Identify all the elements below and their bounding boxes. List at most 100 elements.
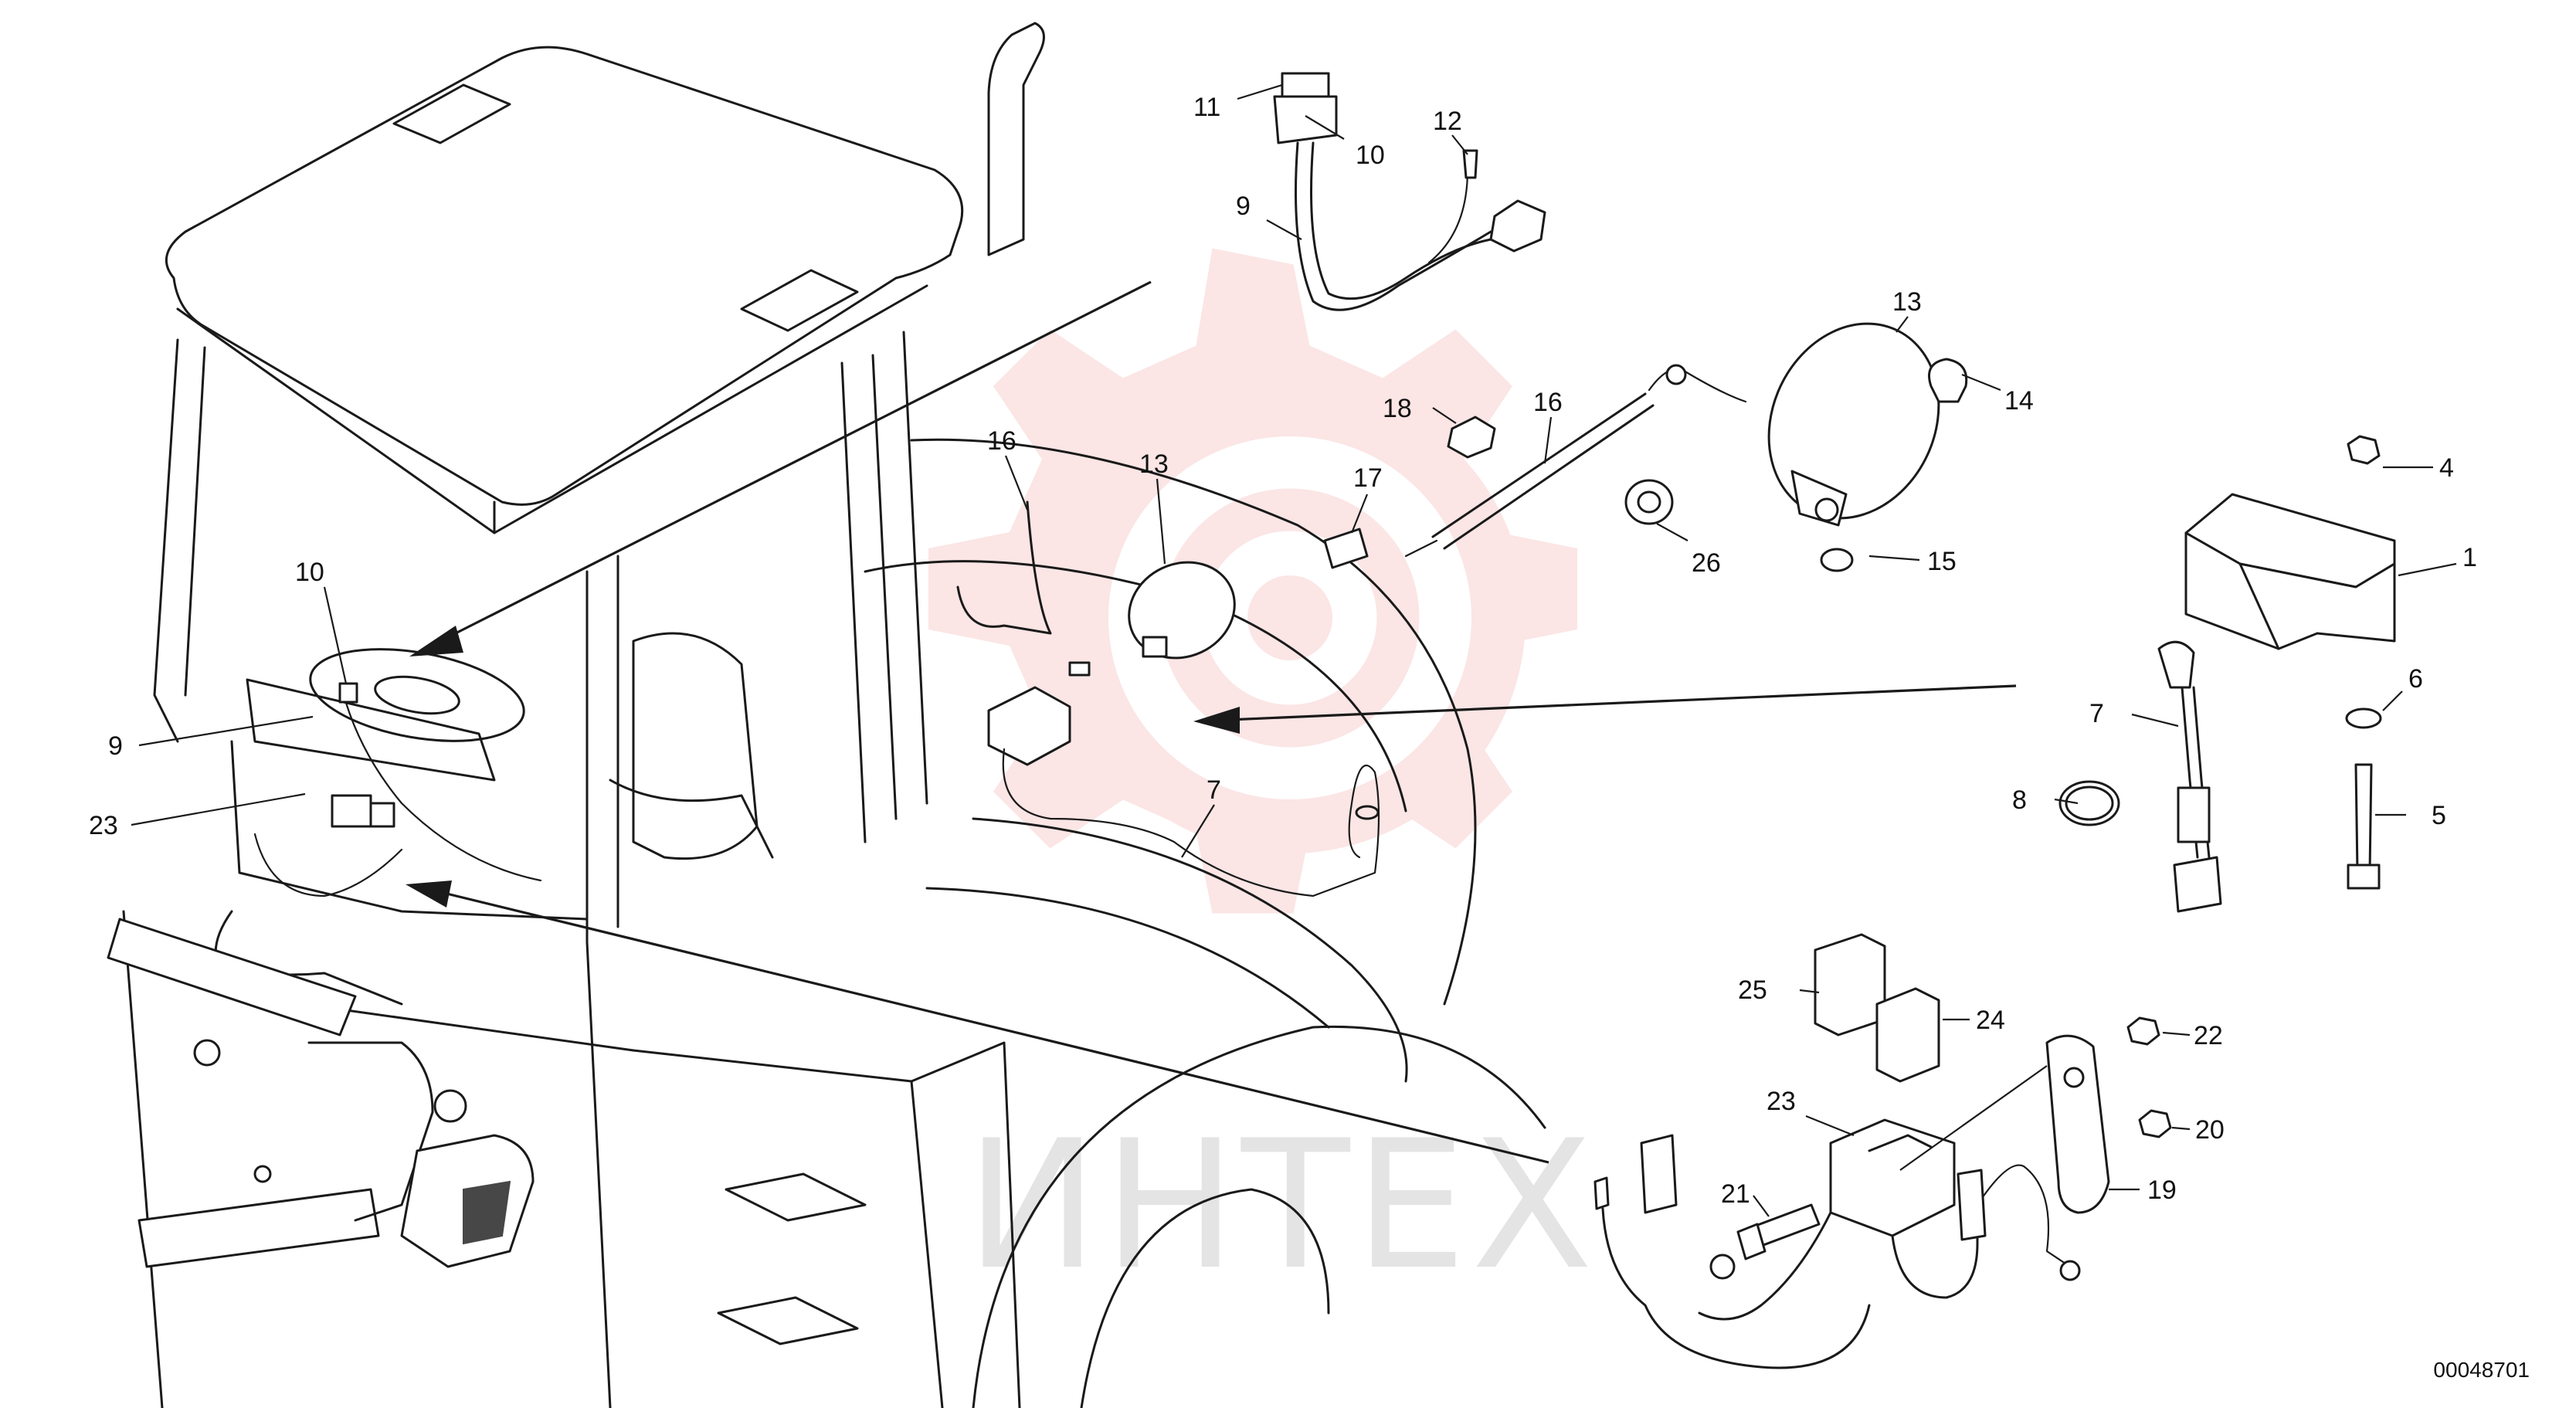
watermark-gear-logo [928, 248, 1577, 914]
switch-harness-assembly [1273, 72, 1546, 311]
callout-1: 1 [2462, 543, 2477, 572]
part-12-wire [1427, 168, 1469, 264]
callout-7-cab: 7 [1207, 775, 1221, 805]
operator-seat [632, 632, 759, 860]
step-plate-2 [717, 1296, 859, 1345]
part-13-lamp-stud [1814, 497, 1839, 522]
pillar-left-inner [184, 346, 206, 697]
callout-25: 25 [1738, 975, 1767, 1005]
cab-harness-23 [253, 833, 403, 897]
callout-6: 6 [2408, 664, 2423, 694]
part-24-relay [1875, 987, 1940, 1083]
callout-12: 12 [1433, 107, 1462, 136]
pillar-rear-inner [871, 354, 898, 820]
part-9-harness [1295, 141, 1492, 311]
front-wheel-outer [972, 1025, 1546, 1408]
part-10-switch-body [1273, 95, 1338, 144]
part-23-box-slot [1868, 1134, 1933, 1152]
part-18-clip [1447, 416, 1496, 459]
cab-connector [1068, 661, 1091, 677]
cab-lamp-13-base [1142, 636, 1168, 658]
callout-20: 20 [2195, 1115, 2225, 1145]
forklift-cab-illustration [107, 22, 1546, 1408]
callout-24: 24 [1976, 1006, 2005, 1035]
part-17-connector [1323, 528, 1369, 569]
callout-13-cab: 13 [1139, 450, 1169, 479]
cab-relay-box-23 [331, 794, 372, 828]
relay-module-assembly [2184, 435, 2396, 890]
roof-bracket-right [740, 269, 859, 332]
ring-terminal-3 [2059, 1260, 2081, 1281]
cab-harness-9 [344, 701, 542, 882]
step-plate-1 [725, 1172, 867, 1222]
part-1-module-edge [2238, 562, 2280, 650]
part-12-screw [1462, 149, 1478, 179]
arrow-to-cab-relay [1227, 684, 2017, 721]
seat-cushion [609, 779, 774, 859]
part-16-sleeve [1431, 392, 1647, 538]
callout-15: 15 [1927, 547, 1957, 576]
callout-17: 17 [1353, 463, 1383, 493]
lift-cylinder-lower [137, 1188, 380, 1268]
part-22-nut [2126, 1016, 2160, 1046]
arrow-head-relay-box [406, 880, 452, 908]
mast-left [122, 910, 164, 1408]
body-step [910, 1041, 1021, 1408]
part-4-nut [2347, 435, 2381, 465]
part-26-grommet-hole [1637, 490, 1661, 514]
part-15-washer [1820, 548, 1854, 572]
callout-26: 26 [1692, 548, 1721, 578]
body-side [910, 438, 1477, 1006]
cab-roof [165, 46, 964, 506]
cab-module-1 [987, 686, 1071, 766]
pivot-pin-2 [433, 1089, 467, 1123]
watermark-ring-outer [1054, 382, 1526, 853]
arrow-head-cab-relay [1193, 707, 1240, 734]
pivot-pin-1 [193, 1039, 221, 1067]
watermark-text: ИНТЕХ [966, 1103, 1597, 1309]
box-harness-b [1891, 1203, 1979, 1299]
fender-lower [925, 887, 1330, 1029]
part-7-sleeve [2177, 786, 2211, 843]
part-11-switch-cap [1281, 72, 1330, 98]
relay-box-assembly [1593, 933, 2172, 1369]
callout-13-lamp: 13 [1892, 287, 1922, 317]
lift-cylinder-upper [107, 918, 357, 1036]
connector-pin [1593, 1176, 1610, 1210]
part-6-washer [2345, 707, 2382, 729]
box-harness [1698, 1211, 1832, 1321]
callout-22: 22 [2194, 1021, 2223, 1050]
part-7-connector [2173, 856, 2222, 913]
watermark-core [1247, 575, 1332, 660]
part-19-plate [2045, 1034, 2110, 1214]
fender-edge [972, 817, 1408, 1083]
part-23-relay-box [1829, 1118, 1956, 1237]
callout-9-top: 9 [1236, 192, 1251, 221]
dash-lower [230, 740, 589, 921]
pillar-left-front [153, 338, 179, 743]
callout-14: 14 [2004, 386, 2034, 416]
callout-16-mid: 16 [1533, 388, 1563, 417]
arrow-to-relay-box [440, 891, 1549, 1164]
part-5-bolt-head [2347, 863, 2381, 890]
cab-harness-7 [1002, 748, 1380, 897]
body-lower-left [585, 941, 612, 1408]
exhaust-stack [987, 22, 1045, 256]
part-7-lugs [2157, 640, 2195, 689]
part-25-relay [1814, 933, 1886, 1036]
pillar-far [902, 331, 928, 805]
document-number: 00048701 [2433, 1358, 2530, 1382]
callout-11: 11 [1193, 93, 1220, 122]
inline-fuse [1957, 1169, 1987, 1241]
cab-wire-16 [956, 500, 1052, 635]
callout-5: 5 [2432, 801, 2446, 830]
connector-wire [1601, 1207, 1871, 1369]
ring-terminal-2 [1709, 1254, 1736, 1280]
callout-19: 19 [2147, 1176, 2177, 1205]
part-19-plate-hole [2063, 1067, 2085, 1088]
callout-18: 18 [1383, 394, 1412, 423]
part-16-sleeve-b [1443, 404, 1655, 550]
steering-hub [374, 675, 460, 715]
callout-10-left: 10 [295, 558, 324, 587]
